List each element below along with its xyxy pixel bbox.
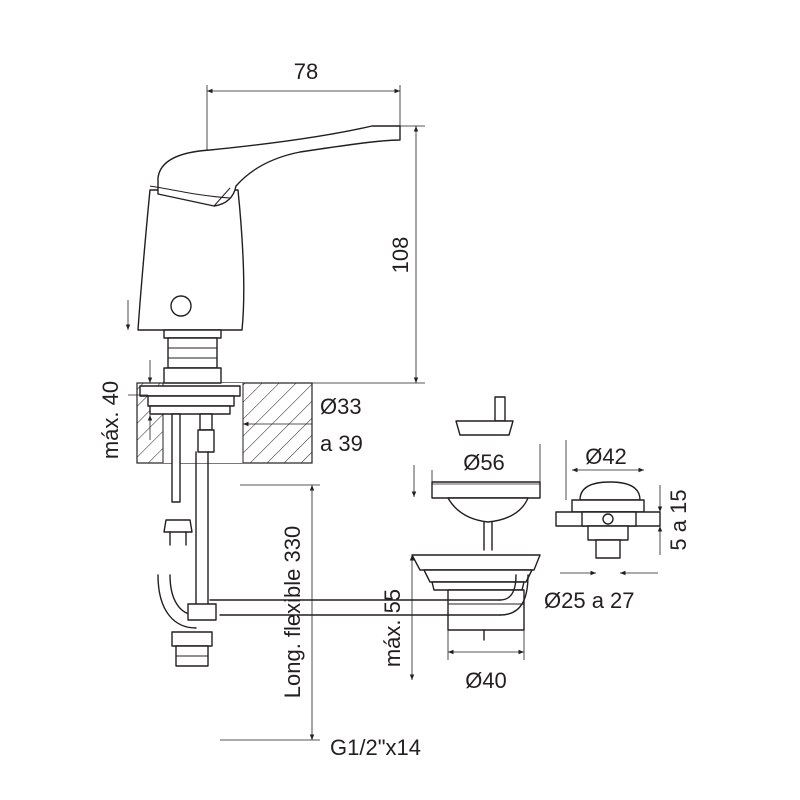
max-deck-thickness-label: máx. 40: [98, 381, 123, 459]
hole-diameter-label: Ø33: [320, 394, 362, 419]
overflow-hole-label: Ø25 a 27: [544, 588, 635, 613]
overflow-diameter-label: Ø42: [585, 444, 627, 469]
hole-range-label: a 39: [320, 431, 363, 456]
waste-cap-diameter-label: Ø56: [463, 450, 505, 475]
pop-up-waste: [209, 396, 541, 641]
aerator-icon: [170, 295, 192, 317]
overflow-thickness-label: 5 a 15: [666, 489, 691, 550]
height-label: 108: [388, 237, 413, 274]
waste-max-label: máx. 55: [380, 589, 405, 667]
faucet-body: [137, 125, 401, 667]
overflow-ring: [555, 481, 661, 559]
flexible-length-label: Long. flexible 330: [280, 526, 305, 698]
connection-thread-label: G1/2"x14: [330, 735, 421, 760]
spout-reach-label: 78: [294, 59, 318, 84]
dimension-lines: [125, 85, 663, 741]
waste-body-diameter-label: Ø40: [465, 668, 507, 693]
